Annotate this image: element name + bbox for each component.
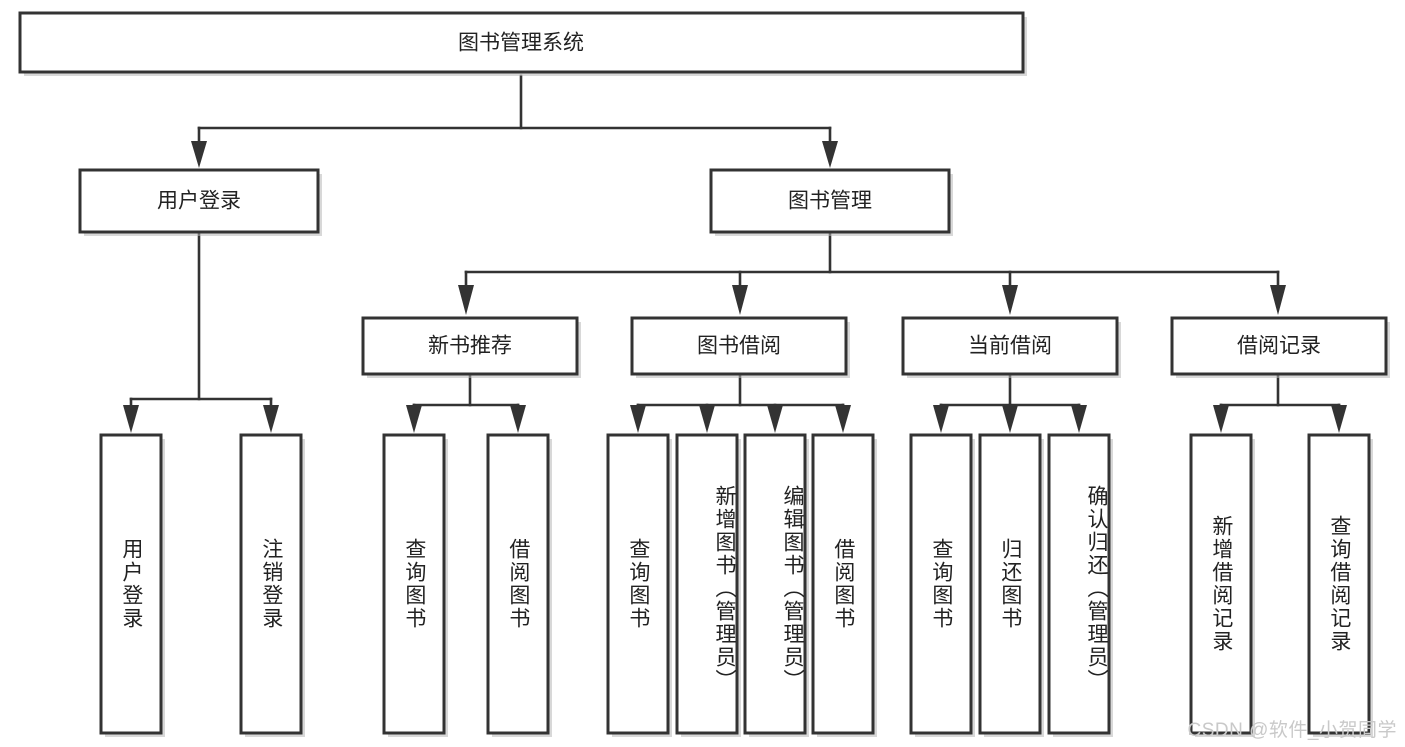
arrow-leaf-query-record bbox=[1331, 405, 1347, 433]
node-user-login-box[interactable] bbox=[78, 168, 320, 234]
leaf-add-record-box[interactable] bbox=[1189, 433, 1253, 735]
leaf-logout-box[interactable] bbox=[239, 433, 303, 735]
node-br-box[interactable] bbox=[1170, 316, 1388, 376]
connector-group-root bbox=[191, 74, 838, 168]
node-bb-label: 图书借阅 bbox=[697, 335, 781, 358]
connector-group-current-borrow bbox=[933, 373, 1087, 433]
leaf-edit-book-box[interactable] bbox=[743, 433, 807, 735]
leaf-query-book-2-box[interactable] bbox=[606, 433, 670, 735]
arrow-leaf-borrow-book-1 bbox=[510, 405, 526, 433]
node-book-management-box[interactable] bbox=[709, 168, 951, 234]
node-root-label: 图书管理系统 bbox=[458, 32, 584, 55]
leaf-boxes-new-book-recommend bbox=[382, 433, 552, 737]
node-nbr-label: 新书推荐 bbox=[428, 335, 512, 358]
leaf-query-book-3-box[interactable] bbox=[909, 433, 973, 735]
node-nbr-box[interactable] bbox=[361, 316, 579, 376]
leaf-user-login-box[interactable] bbox=[99, 433, 163, 735]
arrow-leaf-user-login bbox=[123, 405, 139, 433]
arrow-user-login bbox=[191, 141, 207, 168]
leaf-return-book-box[interactable] bbox=[978, 433, 1042, 735]
arrow-leaf-query-book-2 bbox=[630, 405, 646, 433]
node-user-login-label: 用户登录 bbox=[157, 190, 241, 213]
node-current-borrow[interactable]: 当前借阅 bbox=[901, 316, 1121, 378]
leaf-borrow-book-1-box[interactable] bbox=[486, 433, 550, 735]
node-book-management[interactable]: 图书管理 bbox=[709, 168, 953, 236]
arrow-new-book-recommend bbox=[458, 285, 474, 315]
leaf-borrow-book-2-box[interactable] bbox=[811, 433, 875, 735]
leaf-boxes-current-borrow bbox=[909, 433, 1113, 737]
arrow-borrow-record bbox=[1270, 285, 1286, 315]
node-book-management-label: 图书管理 bbox=[788, 190, 872, 213]
arrow-leaf-query-book-3 bbox=[933, 405, 949, 433]
connector-group-new-book-recommend bbox=[406, 373, 526, 433]
connector-group-book-management bbox=[458, 231, 1286, 315]
connector-group-borrow-record bbox=[1213, 373, 1347, 433]
arrow-leaf-add-book bbox=[699, 405, 715, 433]
connector-group-user-login bbox=[123, 231, 279, 433]
connector-group-book-borrow bbox=[630, 373, 851, 433]
node-root-box[interactable] bbox=[18, 11, 1025, 74]
arrow-leaf-logout bbox=[263, 405, 279, 433]
leaf-boxes-borrow-record bbox=[1189, 433, 1373, 737]
arrow-book-borrow bbox=[732, 285, 748, 315]
arrow-book-management bbox=[822, 141, 838, 168]
arrow-current-borrow bbox=[1002, 285, 1018, 315]
node-bb-box[interactable] bbox=[630, 316, 848, 376]
node-book-borrow[interactable]: 图书借阅 bbox=[630, 316, 850, 378]
node-cb-label: 当前借阅 bbox=[968, 335, 1052, 358]
node-root[interactable]: 图书管理系统 bbox=[18, 11, 1027, 76]
leaf-query-book-1-box[interactable] bbox=[382, 433, 446, 735]
arrow-leaf-query-book-1 bbox=[406, 405, 422, 433]
node-cb-box[interactable] bbox=[901, 316, 1119, 376]
leaf-confirm-return-box[interactable] bbox=[1047, 433, 1111, 735]
arrow-leaf-return-book bbox=[1002, 405, 1018, 433]
leaf-query-record-box[interactable] bbox=[1307, 433, 1371, 735]
leaf-boxes-book-borrow bbox=[606, 433, 877, 737]
node-user-login[interactable]: 用户登录 bbox=[78, 168, 322, 236]
arrow-leaf-edit-book bbox=[767, 405, 783, 433]
leaf-boxes-user-login bbox=[99, 433, 305, 737]
arrow-leaf-borrow-book-2 bbox=[835, 405, 851, 433]
leaf-add-book-box[interactable] bbox=[675, 433, 739, 735]
csdn-watermark: CSDN @软件_小贺同学 bbox=[1187, 720, 1397, 741]
arrow-leaf-confirm-return bbox=[1071, 405, 1087, 433]
node-new-book-recommend[interactable]: 新书推荐 bbox=[361, 316, 581, 378]
arrow-leaf-add-record bbox=[1213, 405, 1229, 433]
node-br-label: 借阅记录 bbox=[1237, 335, 1321, 358]
node-borrow-record[interactable]: 借阅记录 bbox=[1170, 316, 1390, 378]
